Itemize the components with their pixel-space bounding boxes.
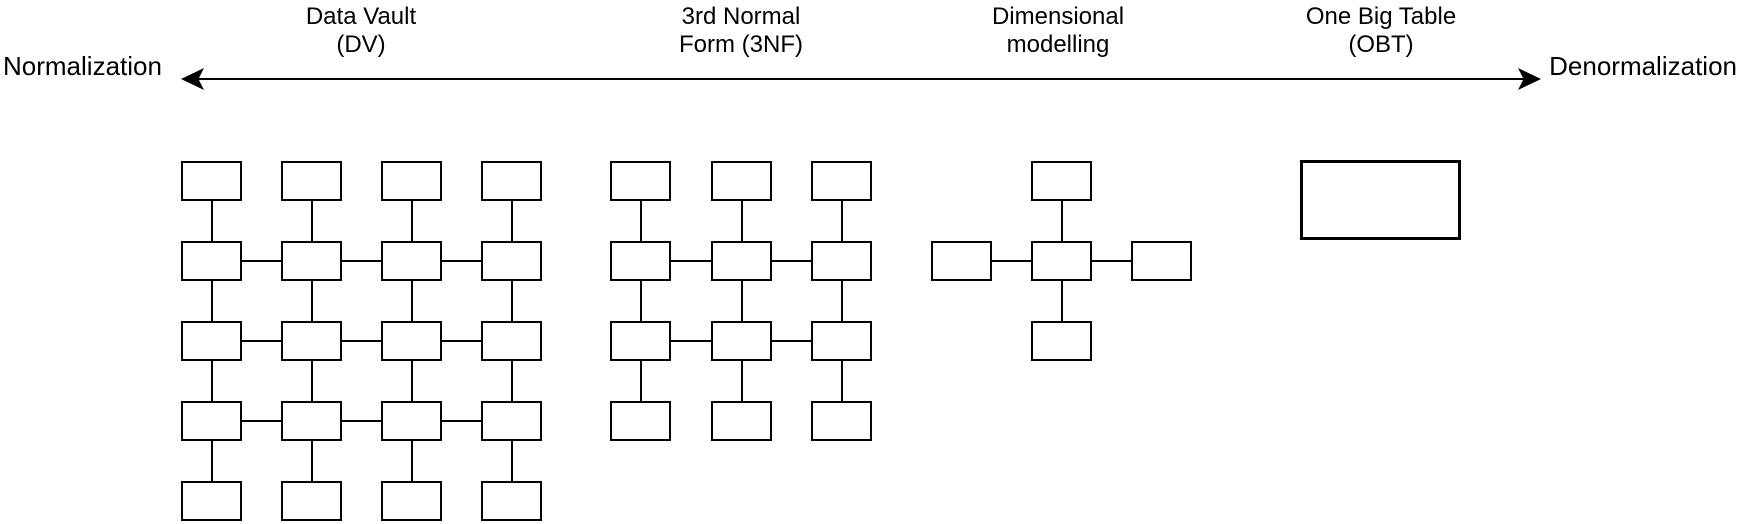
data-vault-entity-box [281,321,342,361]
data-vault-entity-box [281,481,342,521]
data-vault-connector [442,420,481,422]
data-vault-connector [242,420,281,422]
group-label-one-big-table: One Big Table (OBT) [1305,3,1457,58]
third-normal-form-entity-box [610,401,671,441]
normalization-label: Normalization [3,51,162,81]
data-vault-entity-box [381,401,442,441]
third-normal-form-connector [741,281,743,321]
dimensional-modelling-dimension-box [931,241,992,281]
data-vault-entity-box [281,241,342,281]
data-vault-connector [211,441,213,481]
data-vault-connector [211,281,213,321]
dimensional-modelling-connector [992,260,1031,262]
data-vault-entity-box [481,161,542,201]
third-normal-form-connector [671,340,711,342]
third-normal-form-entity-box [811,401,872,441]
data-vault-connector [411,441,413,481]
third-normal-form-entity-box [811,321,872,361]
third-normal-form-connector [640,201,642,241]
data-vault-connector [211,201,213,241]
group-label-third-normal-form: 3rd Normal Form (3NF) [679,3,803,58]
dimensional-modelling-connector [1061,281,1063,321]
dimensional-modelling-dimension-box [1031,321,1092,361]
third-normal-form-entity-box [711,321,772,361]
data-vault-connector [442,260,481,262]
data-vault-entity-box [381,241,442,281]
denormalization-label: Denormalization [1549,51,1737,81]
third-normal-form-connector [772,260,811,262]
data-vault-entity-box [481,481,542,521]
data-vault-connector [342,420,381,422]
third-normal-form-entity-box [610,321,671,361]
dimensional-modelling-connector [1061,201,1063,241]
third-normal-form-entity-box [811,161,872,201]
data-vault-connector [211,361,213,401]
data-vault-connector [511,441,513,481]
data-vault-connector [342,340,381,342]
data-vault-entity-box [481,321,542,361]
data-vault-connector [242,260,281,262]
data-vault-connector [342,260,381,262]
third-normal-form-entity-box [811,241,872,281]
third-normal-form-connector [741,361,743,401]
one-big-table-box [1300,160,1461,240]
data-vault-entity-box [481,241,542,281]
data-vault-entity-box [181,401,242,441]
data-vault-connector [311,441,313,481]
third-normal-form-entity-box [610,161,671,201]
dimensional-modelling-dimension-box [1031,161,1092,201]
third-normal-form-entity-box [711,241,772,281]
third-normal-form-connector [772,340,811,342]
dimensional-modelling-fact-box [1031,241,1092,281]
data-vault-entity-box [181,241,242,281]
third-normal-form-connector [841,281,843,321]
data-vault-entity-box [281,161,342,201]
data-vault-connector [511,281,513,321]
data-vault-connector [511,361,513,401]
data-vault-entity-box [481,401,542,441]
data-vault-connector [511,201,513,241]
data-vault-connector [311,201,313,241]
data-vault-entity-box [381,161,442,201]
third-normal-form-entity-box [610,241,671,281]
third-normal-form-connector [640,361,642,401]
third-normal-form-connector [671,260,711,262]
data-vault-connector [442,340,481,342]
data-vault-entity-box [181,321,242,361]
third-normal-form-entity-box [711,161,772,201]
dimensional-modelling-dimension-box [1131,241,1192,281]
third-normal-form-entity-box [711,401,772,441]
data-vault-connector [411,201,413,241]
data-vault-connector [311,281,313,321]
data-vault-entity-box [181,481,242,521]
data-vault-entity-box [281,401,342,441]
dimensional-modelling-connector [1092,260,1131,262]
group-label-dimensional-modelling: Dimensional modelling [991,3,1125,58]
third-normal-form-connector [741,201,743,241]
third-normal-form-connector [841,361,843,401]
group-label-data-vault: Data Vault (DV) [305,3,417,58]
data-vault-entity-box [381,481,442,521]
data-vault-connector [411,281,413,321]
data-vault-connector [411,361,413,401]
data-vault-connector [242,340,281,342]
data-vault-connector [311,361,313,401]
data-vault-entity-box [381,321,442,361]
arrow-shaft [189,78,1533,80]
third-normal-form-connector [640,281,642,321]
third-normal-form-connector [841,201,843,241]
data-vault-entity-box [181,161,242,201]
